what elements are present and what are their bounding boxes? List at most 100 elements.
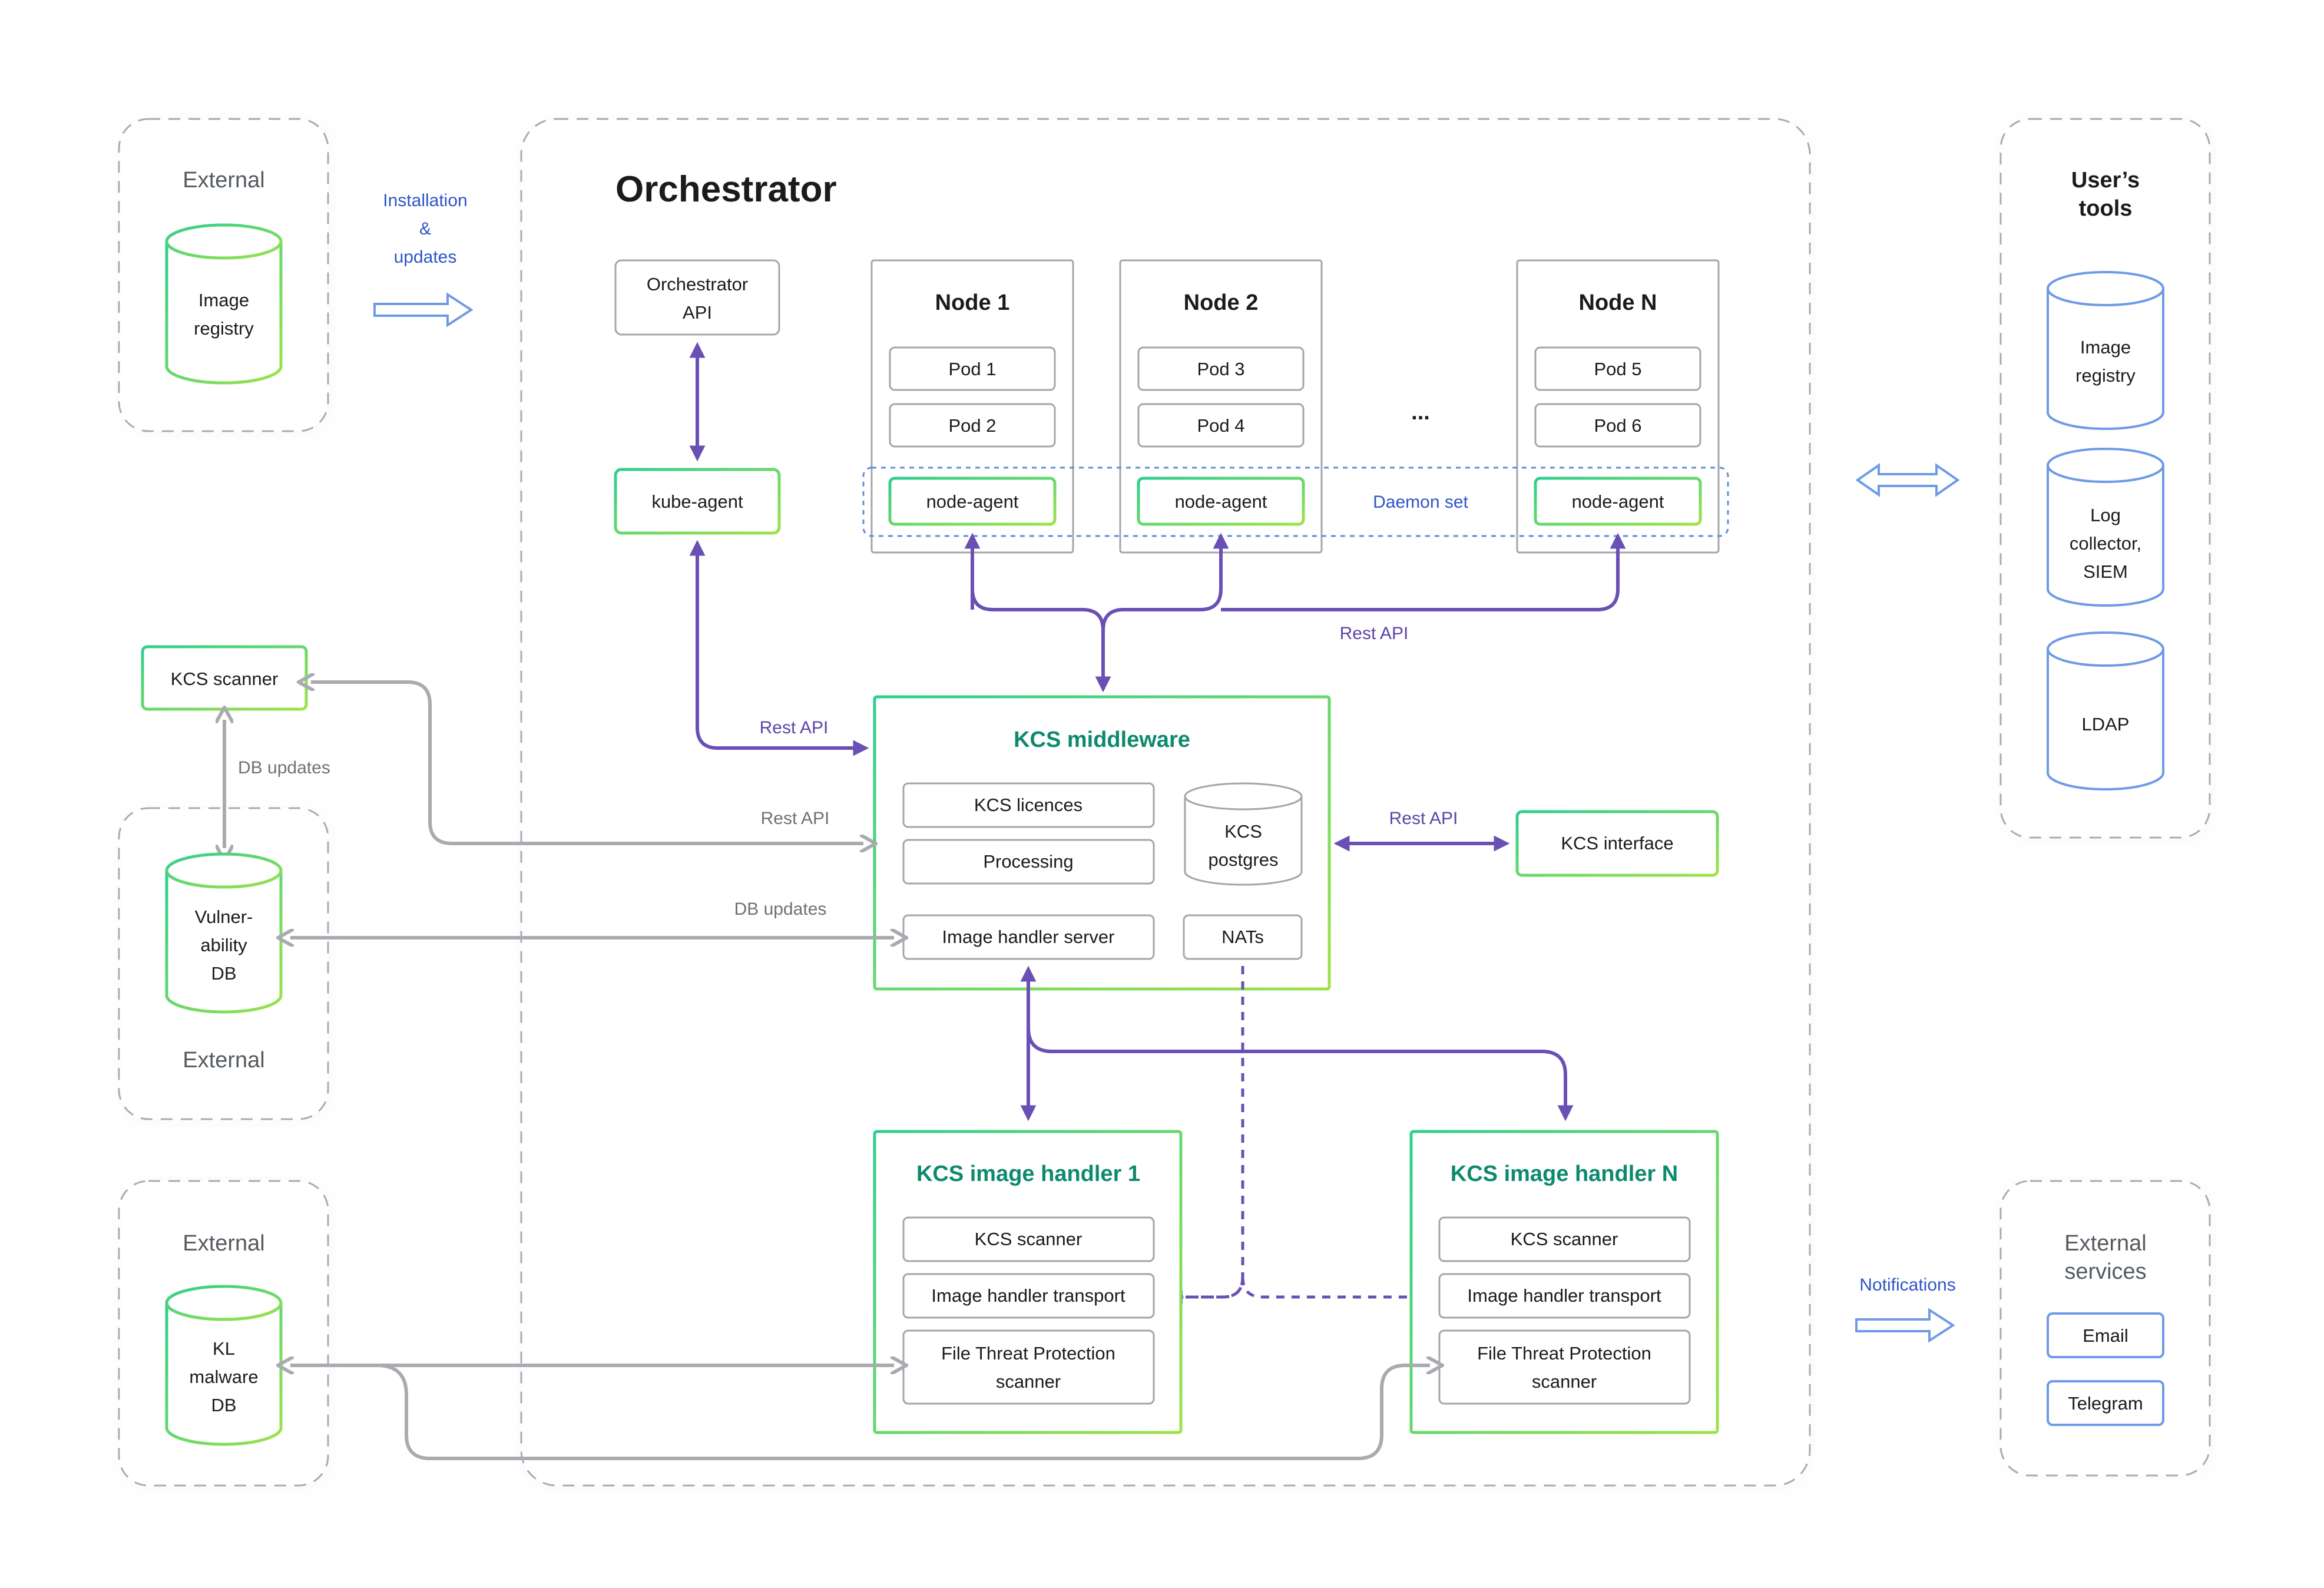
nats-box: [1183, 914, 1303, 960]
image-handler-server-label: Image handler server: [942, 927, 1115, 947]
image-registry-label-1: Image: [198, 290, 249, 310]
node-agent-n-label: node-agent: [1572, 491, 1664, 512]
kcs-postgres-db-icon: [1184, 782, 1303, 886]
external-services-title-2: services: [2064, 1259, 2146, 1284]
orchestrator-api-box: [614, 259, 780, 336]
handler1-ftp-label-2: scanner: [996, 1371, 1061, 1392]
kcs-image-handler-n-title: KCS image handler N: [1451, 1162, 1678, 1186]
installation-label-3: updates: [394, 247, 457, 267]
rest-api-kube-label: Rest API: [760, 718, 829, 737]
rest-api-interface-label: Rest API: [1389, 809, 1458, 828]
installation-label-2: &: [419, 219, 431, 239]
pod-3-label: Pod 3: [1197, 359, 1244, 379]
users-image-registry-label-1: Image: [2080, 337, 2131, 358]
orchestrator-api-label-1: Orchestrator: [647, 274, 748, 295]
pod-1-label: Pod 1: [948, 359, 996, 379]
installation-arrow-icon: [373, 292, 474, 327]
vulnerability-db-label-3: DB: [211, 963, 236, 984]
external-services-title-1: External: [2064, 1231, 2146, 1256]
pod-6-box[interactable]: [1534, 403, 1701, 448]
db-updates-left-label: DB updates: [238, 758, 330, 778]
handlern-transport-label: Image handler transport: [1467, 1285, 1661, 1306]
ldap-db-icon: [2047, 631, 2164, 790]
pod-5-box[interactable]: [1534, 346, 1701, 391]
handlern-kcs-scanner-box: [1438, 1216, 1691, 1262]
pod-1-box[interactable]: [889, 346, 1056, 391]
handlern-ftp-box: [1438, 1329, 1691, 1405]
vulnerability-db-label-1: Vulner-: [195, 907, 253, 927]
users-tools-title-1: User’s: [2071, 168, 2140, 193]
email-label: Email: [2083, 1325, 2128, 1346]
external-top-title: External: [183, 168, 264, 193]
daemon-set-outline: [862, 467, 1729, 537]
handlern-transport-box: [1438, 1273, 1691, 1319]
pod-4-box[interactable]: [1137, 403, 1305, 448]
pod-2-box[interactable]: [889, 403, 1056, 448]
orchestrator-api-label-2: API: [683, 302, 712, 323]
node-1-title: Node 1: [935, 290, 1010, 315]
orchestrator-title: Orchestrator: [615, 169, 837, 210]
node-agent-1-box: [888, 477, 1057, 526]
processing-box: [902, 839, 1155, 885]
handler1-kcs-scanner-label: KCS scanner: [975, 1229, 1082, 1249]
malware-db-ftpn-arrow: [376, 1365, 1430, 1460]
more-nodes-ellipsis: ...: [1411, 400, 1430, 425]
handler1-kcs-scanner-box: [902, 1216, 1155, 1262]
rest-api-scanner-label: Rest API: [761, 809, 830, 828]
pod-3-box[interactable]: [1137, 346, 1305, 391]
pod-6-label: Pod 6: [1594, 415, 1641, 436]
nats-handlern-dotted-arrow: [1241, 1276, 1431, 1304]
handlern-kcs-scanner-label: KCS scanner: [1511, 1229, 1618, 1249]
handler1-ftp-label-1: File Threat Protection: [941, 1343, 1115, 1364]
kcs-scanner-external-label: KCS scanner: [171, 669, 279, 689]
processing-label: Processing: [983, 851, 1073, 872]
server-handlern-arrow: [1027, 1027, 1574, 1121]
external-bottom-title: External: [183, 1231, 264, 1256]
log-collector-label-1: Log: [2090, 505, 2121, 525]
nodes-rest-api-connectors: [964, 532, 1626, 693]
kcs-postgres-label-2: postgres: [1209, 849, 1279, 870]
log-collector-siem-db-icon: [2047, 448, 2164, 607]
kcs-image-handler-1-title: KCS image handler 1: [916, 1162, 1140, 1186]
users-image-registry-label-2: registry: [2075, 365, 2136, 386]
scanner-middleware-arrow: [311, 682, 863, 843]
users-image-registry-db-icon: [2047, 271, 2164, 430]
vulnerability-db-icon: [165, 852, 283, 1014]
nats-label: NATs: [1221, 927, 1264, 947]
pod-2-label: Pod 2: [948, 415, 996, 436]
kl-malware-db-label-1: KL: [213, 1338, 235, 1359]
kcs-interface-label: KCS interface: [1561, 833, 1673, 853]
node-agent-2-label: node-agent: [1175, 491, 1267, 512]
node-n-title: Node N: [1579, 290, 1657, 315]
orchestrator-users-tools-arrow-icon: [1855, 463, 1960, 497]
kl-malware-db-label-2: malware: [189, 1367, 258, 1387]
kcs-interface-box: [1515, 810, 1719, 877]
handler1-ftp-box: [902, 1329, 1155, 1405]
ldap-label: LDAP: [2082, 714, 2130, 735]
vulnerability-db-label-2: ability: [200, 935, 247, 955]
pod-5-label: Pod 5: [1594, 359, 1641, 379]
node-agent-n-box: [1534, 477, 1702, 526]
handlern-ftp-label-1: File Threat Protection: [1477, 1343, 1651, 1364]
kl-malware-db-label-3: DB: [211, 1395, 236, 1415]
email-box: [2047, 1312, 2164, 1358]
log-collector-label-2: collector,: [2070, 533, 2141, 554]
node-agent-1-label: node-agent: [926, 491, 1019, 512]
kcs-postgres-label-1: KCS: [1224, 821, 1262, 842]
node-agent-2-box: [1137, 477, 1305, 526]
kcs-middleware-title: KCS middleware: [1014, 727, 1190, 752]
kube-agent-box: [614, 468, 781, 535]
installation-label-1: Installation: [383, 191, 467, 210]
telegram-label: Telegram: [2068, 1393, 2143, 1414]
external-mid-title: External: [183, 1048, 264, 1073]
kl-malware-db-icon: [165, 1285, 283, 1446]
kcs-licences-box: [902, 782, 1155, 828]
kube-agent-label: kube-agent: [651, 491, 743, 512]
log-collector-label-3: SIEM: [2083, 561, 2128, 582]
notifications-arrow-icon: [1855, 1308, 1955, 1343]
daemon-set-label: Daemon set: [1373, 492, 1468, 512]
users-tools-title-2: tools: [2079, 196, 2133, 221]
pod-4-label: Pod 4: [1197, 415, 1244, 436]
db-updates-mid-label: DB updates: [734, 899, 827, 919]
